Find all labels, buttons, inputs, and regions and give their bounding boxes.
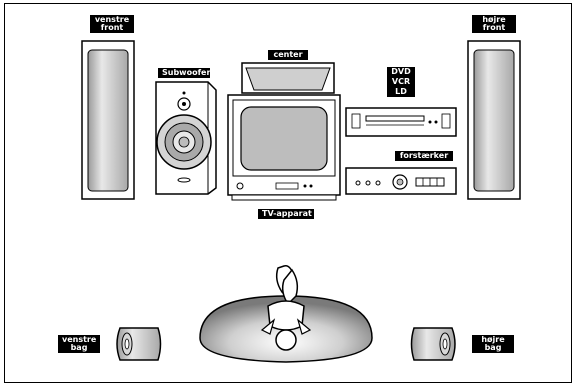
front-right-label: højre front bbox=[472, 15, 516, 33]
rear-right-label: højre bag bbox=[472, 335, 514, 353]
rear-left-speaker bbox=[116, 327, 162, 361]
ld-label: LD bbox=[387, 87, 415, 97]
tv-set bbox=[227, 94, 341, 201]
center-speaker bbox=[241, 62, 335, 94]
front-right-speaker bbox=[467, 40, 521, 200]
video-player bbox=[345, 107, 457, 137]
rear-right-speaker bbox=[410, 327, 456, 361]
subwoofer-label: Subwoofer bbox=[158, 68, 210, 78]
center-label: center bbox=[268, 50, 308, 60]
front-left-label: venstre front bbox=[90, 15, 134, 33]
vcr-label: VCR bbox=[387, 77, 415, 87]
tv-label: TV-apparat bbox=[258, 209, 314, 219]
dvd-label: DVD bbox=[387, 67, 415, 77]
listener-figure bbox=[260, 264, 312, 351]
amplifier bbox=[345, 167, 457, 195]
rear-left-label: venstre bag bbox=[58, 335, 100, 353]
subwoofer-speaker bbox=[155, 81, 217, 195]
amplifier-label: forstærker bbox=[395, 151, 453, 161]
front-left-speaker bbox=[81, 40, 135, 200]
